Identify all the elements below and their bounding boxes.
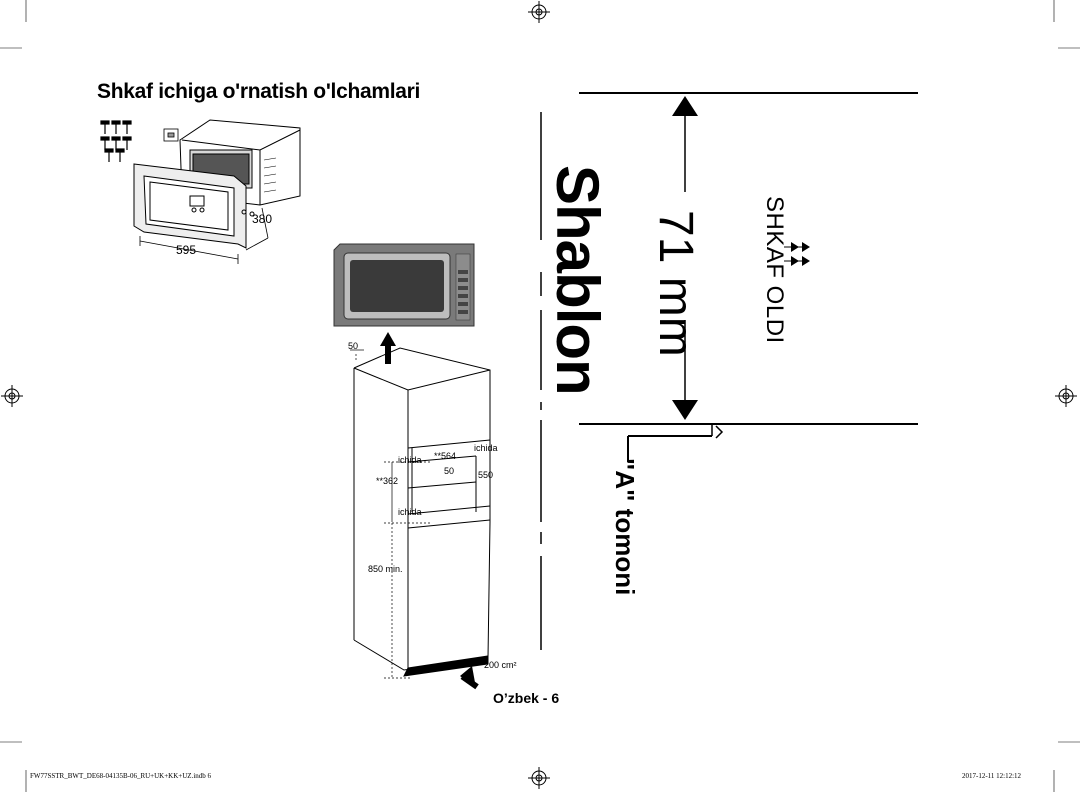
registration-mark-left	[1, 385, 23, 407]
registration-mark-right	[1055, 385, 1077, 407]
template-title: Shablon	[544, 165, 611, 395]
top-dimension-lines	[139, 207, 269, 264]
trim-frame-drawing	[133, 163, 255, 249]
page-heading: Shkaf ichiga o'rnatish o'lchamlari	[97, 80, 421, 103]
microwave-front-drawing	[333, 243, 475, 327]
front-arrows-icon	[784, 242, 810, 266]
vent-area-label: 200 cm²	[484, 660, 517, 670]
height-362-label: **362	[376, 476, 399, 486]
registration-mark-bottom	[528, 767, 550, 789]
airflow-arrow-up-icon	[380, 332, 396, 364]
arrow-down-icon	[672, 400, 698, 420]
footer-timestamp: 2017-12-11 12:12:12	[962, 772, 1022, 780]
depth-dimension-label: 380	[252, 212, 273, 226]
footer-file-name: FW77SSTR_BWT_DE68-04135B-06_RU+UK+KK+UZ.…	[30, 772, 212, 780]
inner-label-right: ichida	[474, 443, 498, 453]
arrow-right-icon	[715, 425, 724, 439]
cabinet-drawing	[353, 347, 491, 679]
airflow-arrow-in-icon	[460, 666, 479, 690]
depth-550-label: 550	[478, 470, 494, 480]
width-dimension-label: 595	[176, 243, 197, 257]
inner-label-bottom: ichida	[398, 507, 422, 517]
arrow-up-icon	[672, 96, 698, 116]
screws-icon	[100, 120, 132, 162]
template-size-label: 71 mm	[649, 210, 702, 357]
registration-mark-top	[528, 1, 550, 23]
gap-label: 50	[348, 341, 359, 351]
inner-label-left: ichida	[398, 455, 422, 465]
gap-50-label: 50	[444, 466, 455, 476]
template-lines	[579, 92, 918, 462]
side-a-label: "A" tomoni	[610, 458, 640, 596]
min-height-label: 850 min.	[368, 564, 403, 574]
cabinet-front-label: SHKAF OLDI	[761, 196, 788, 344]
page-number-label: O’zbek - 6	[493, 690, 560, 706]
width-564-label: **564	[434, 451, 457, 461]
